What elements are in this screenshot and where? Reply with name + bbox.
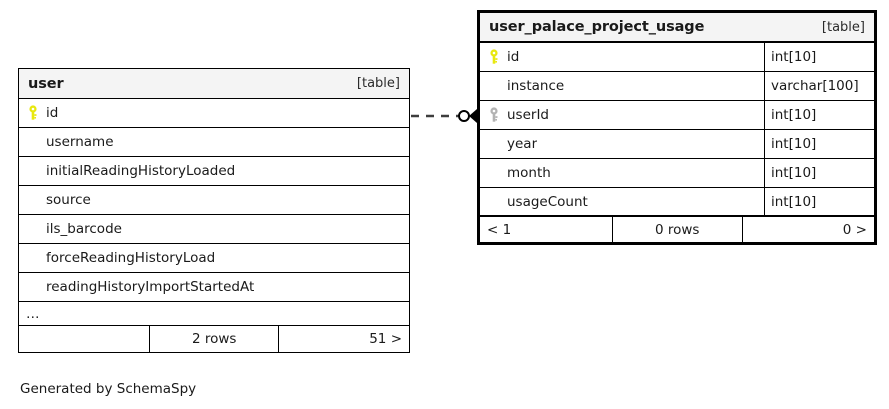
cardinality-circle-marker	[458, 110, 470, 122]
primary-key-icon	[29, 105, 37, 120]
entity-usage-header: user_palace_project_usage [table]	[480, 13, 874, 43]
column-label: username	[46, 134, 114, 150]
column-label: source	[46, 192, 91, 208]
column-label: year	[507, 136, 538, 152]
column-name-cell: instance	[480, 72, 764, 100]
column-type-cell: int[10]	[764, 188, 874, 216]
entity-user-palace-project-usage[interactable]: user_palace_project_usage [table] id int…	[477, 10, 877, 246]
column-overflow-label: …	[26, 305, 40, 322]
column-row[interactable]: year int[10]	[480, 130, 874, 159]
column-row[interactable]: month int[10]	[480, 159, 874, 188]
diagram-caption: Generated by SchemaSpy	[20, 381, 197, 397]
column-row[interactable]: userId int[10]	[480, 101, 874, 130]
column-name-cell: year	[480, 130, 764, 158]
column-label: month	[507, 165, 551, 181]
column-label: id	[507, 49, 520, 65]
column-row[interactable]: initialReadingHistoryLoaded	[19, 157, 409, 186]
column-name-cell: id	[19, 99, 409, 127]
column-row[interactable]: usageCount int[10]	[480, 188, 874, 217]
row-count-label: 2 rows	[149, 325, 280, 352]
column-row[interactable]: forceReadingHistoryLoad	[19, 244, 409, 273]
column-type-cell: int[10]	[764, 43, 874, 71]
column-label: initialReadingHistoryLoaded	[46, 163, 236, 179]
column-type-cell: int[10]	[764, 130, 874, 158]
column-label: ils_barcode	[46, 221, 122, 237]
column-type-cell: int[10]	[764, 159, 874, 187]
column-row[interactable]: id int[10]	[480, 43, 874, 72]
column-label: userId	[507, 107, 549, 123]
entity-user-header: user [table]	[19, 69, 409, 99]
column-row[interactable]: id	[19, 99, 409, 128]
column-row[interactable]: username	[19, 128, 409, 157]
column-name-cell: id	[480, 43, 764, 71]
column-name-cell: forceReadingHistoryLoad	[19, 244, 409, 272]
entity-usage-kind: [table]	[821, 19, 865, 35]
entity-user-kind: [table]	[356, 76, 400, 91]
column-name-cell: month	[480, 159, 764, 187]
column-row-overflow: …	[19, 302, 409, 326]
column-label: readingHistoryImportStartedAt	[46, 279, 255, 295]
prev-page-button[interactable]	[19, 326, 149, 352]
relationship-connector-user-to-usage	[411, 109, 477, 123]
entity-usage-footer: < 1 0 rows 0 >	[480, 215, 874, 243]
column-name-cell: source	[19, 186, 409, 214]
column-row[interactable]: readingHistoryImportStartedAt	[19, 273, 409, 302]
column-name-cell: usageCount	[480, 188, 764, 216]
column-row[interactable]: ils_barcode	[19, 215, 409, 244]
row-count-label: 0 rows	[611, 217, 743, 243]
prev-page-button[interactable]: < 1	[487, 221, 512, 238]
entity-user-footer: 2 rows 51 >	[19, 324, 409, 352]
primary-key-icon	[490, 49, 498, 64]
column-overflow-cell: …	[19, 302, 409, 325]
entity-user[interactable]: user [table] id username init	[18, 68, 410, 353]
column-name-cell: username	[19, 128, 409, 156]
entity-usage-title: user_palace_project_usage	[489, 19, 705, 35]
column-label: usageCount	[507, 194, 588, 210]
foreign-key-icon	[490, 107, 498, 122]
column-name-cell: userId	[480, 101, 764, 129]
column-label: forceReadingHistoryLoad	[46, 250, 216, 266]
column-type-cell: varchar[100]	[764, 72, 874, 100]
column-row[interactable]: source	[19, 186, 409, 215]
entity-user-title: user	[28, 75, 64, 92]
column-label: instance	[507, 78, 565, 94]
next-page-button[interactable]: 51 >	[369, 330, 402, 347]
column-label: id	[46, 105, 59, 121]
cardinality-arrow-marker	[469, 109, 477, 123]
column-name-cell: readingHistoryImportStartedAt	[19, 273, 409, 301]
column-name-cell: initialReadingHistoryLoaded	[19, 157, 409, 185]
next-page-button[interactable]: 0 >	[842, 221, 867, 238]
column-name-cell: ils_barcode	[19, 215, 409, 243]
column-type-cell: int[10]	[764, 101, 874, 129]
column-row[interactable]: instance varchar[100]	[480, 72, 874, 101]
